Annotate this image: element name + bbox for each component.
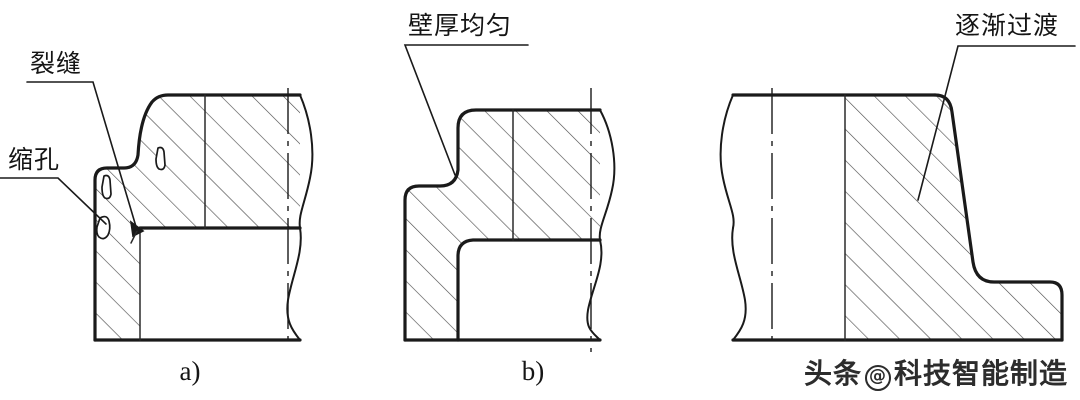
caption-a: a): [180, 356, 201, 386]
label-shrinkage-cavity: 缩孔: [8, 145, 60, 174]
panel-c: 逐渐过渡: [719, 11, 1076, 348]
panel-a-break-line-top: [298, 94, 314, 229]
watermark: 头条@科技智能制造: [804, 352, 1068, 392]
panel-b-break-line-top: [598, 109, 616, 241]
panel-a-void-middle: [101, 174, 112, 200]
panel-c-break-line-bottom: [731, 227, 747, 341]
panel-c-break-line-top: [719, 94, 735, 229]
panel-a-void-lower: [95, 215, 111, 240]
label-crack: 裂缝: [30, 49, 82, 78]
panel-a: 裂缝 缩孔 a): [0, 49, 314, 386]
panel-a-outline: [93, 93, 302, 342]
panel-b: 壁厚均匀 b): [403, 11, 616, 386]
panel-b-step-ledge: [456, 238, 602, 342]
panel-c-leader-gradual-transition: [917, 45, 1076, 201]
panel-a-leader-crack: [26, 81, 138, 231]
watermark-prefix: 头条: [803, 357, 862, 390]
at-icon: @: [864, 365, 891, 391]
panel-b-section-hatching: [405, 110, 600, 340]
panel-b-outline: [403, 108, 602, 342]
panel-a-void-upper: [155, 146, 166, 171]
panel-a-break-line-bottom: [286, 227, 302, 341]
label-gradual-transition: 逐渐过渡: [955, 11, 1059, 40]
caption-b: b): [522, 356, 545, 386]
panel-b-break-line-bottom: [586, 239, 603, 341]
panel-a-crack-line: [130, 230, 138, 244]
panel-c-taper-outline: [933, 93, 1064, 342]
label-uniform-wall-thickness: 壁厚均匀: [408, 11, 512, 40]
watermark-account: 科技智能制造: [893, 357, 1068, 390]
panel-a-leader-shrinkage: [0, 177, 107, 225]
panel-b-leader-uniform-wall: [403, 44, 529, 176]
panel-a-section-hatching: [95, 95, 300, 340]
